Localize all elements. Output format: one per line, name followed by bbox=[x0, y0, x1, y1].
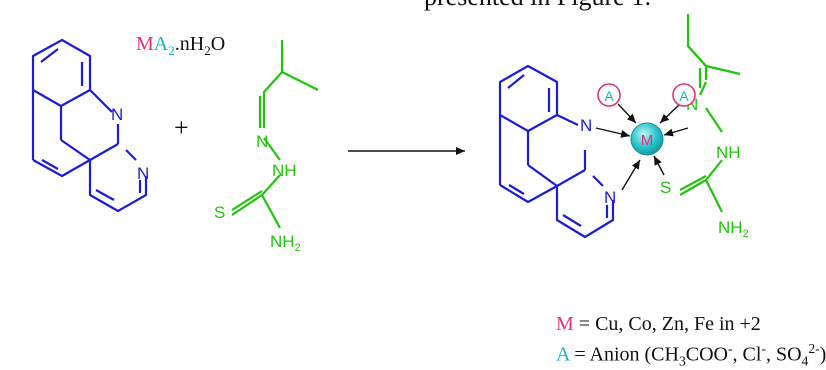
legend-anion: A = Anion (CH3COO-, Cl-, SO42-) bbox=[556, 341, 826, 369]
legend-metal-text: = Cu, Co, Zn, Fe in +2 bbox=[573, 313, 761, 335]
phen-n-lower: N bbox=[137, 164, 149, 183]
ligand-n-imine: N bbox=[256, 132, 268, 151]
anion-circle-right bbox=[672, 83, 696, 107]
complex-s: S bbox=[660, 178, 671, 197]
phenanthroline-reactant bbox=[31, 38, 148, 213]
coordination-arrows bbox=[595, 103, 689, 191]
complex-phenanthroline bbox=[498, 64, 615, 239]
plus-sign: + bbox=[174, 113, 189, 142]
complex-nh2: NH2 bbox=[718, 218, 749, 240]
reagent-formula: MA2.nH2O bbox=[136, 33, 225, 58]
complex-nh: NH bbox=[716, 143, 741, 162]
anion-label-left: A bbox=[604, 88, 614, 104]
complex-ligand bbox=[679, 14, 741, 213]
metal-center-sphere bbox=[630, 122, 664, 156]
figure-caption: presented in Figure 1: bbox=[424, 0, 651, 12]
ligand-nh2: NH2 bbox=[270, 232, 301, 254]
anion-circle-left bbox=[597, 83, 621, 107]
complex-n-upper: N bbox=[580, 116, 592, 135]
anion-label-right: A bbox=[679, 88, 689, 104]
thiosemicarbazone-reactant bbox=[231, 40, 319, 229]
ligand-s: S bbox=[214, 203, 225, 222]
ligand-nh: NH bbox=[272, 161, 297, 180]
legend-anion-symbol: A bbox=[556, 343, 570, 366]
legend-metal: M = Cu, Co, Zn, Fe in +2 bbox=[556, 313, 761, 336]
complex-n-lower: N bbox=[604, 188, 616, 207]
phen-n-upper: N bbox=[111, 105, 123, 124]
legend-metal-symbol: M bbox=[556, 313, 574, 335]
metal-center-label: M bbox=[641, 132, 654, 149]
